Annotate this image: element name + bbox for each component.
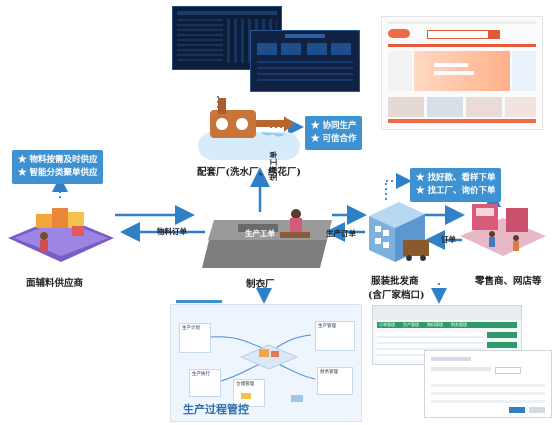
process-control-title: 生产过程管控 xyxy=(183,403,249,416)
bubble-line: ★ 找好款、看样下单 xyxy=(416,173,496,183)
wholesaler-label-line1: 服装批发商 xyxy=(371,276,419,287)
process-control-panel: 生产计划 生产管理 仓储管理 生产执行 财务管理 生产过程管控 xyxy=(170,304,362,422)
order-app-tab[interactable]: 订单管理 xyxy=(379,322,395,327)
process-control-title-bar xyxy=(176,300,222,303)
edge-label-production-order-top: 生产工单 xyxy=(269,151,278,181)
process-box-finance: 财务管理 xyxy=(317,367,353,395)
process-box-planning: 生产计划 xyxy=(179,323,211,353)
bubble-line: ★ 可信合作 xyxy=(311,134,357,144)
dashboard-screenshot-front xyxy=(250,30,360,92)
process-box-label: 生产管理 xyxy=(318,324,336,329)
edge-label-production-order-right: 生产订单 xyxy=(326,229,356,238)
order-app-tab[interactable]: 生产管理 xyxy=(403,322,419,327)
bubble-line: ★ 找工厂、询价下单 xyxy=(416,186,496,196)
order-form-screenshot xyxy=(424,350,552,418)
wholesaler-label-line2: (含厂家档口) xyxy=(368,290,425,301)
bubble-line: ★ 协同生产 xyxy=(311,121,357,131)
edge-label-order: 订单 xyxy=(441,235,456,244)
wholesaler-illustration xyxy=(369,202,429,262)
edge-label-material-order: 物料订单 xyxy=(157,227,187,236)
auxiliary-benefits-bubble: ★ 协同生产 ★ 可信合作 xyxy=(305,116,363,150)
supplier-benefits-bubble: ★ 物料按需及时供应 ★ 智能分类聚单供应 xyxy=(12,150,104,184)
process-flow-illustration xyxy=(210,334,316,402)
factory-banner-label: 生产工单 xyxy=(245,229,275,238)
garment-factory-label: 制衣厂 xyxy=(246,279,275,290)
process-box-label: 仓储管理 xyxy=(236,382,254,387)
retailer-illustration xyxy=(460,204,546,256)
supplier-illustration xyxy=(8,208,114,262)
process-box-execution: 生产执行 xyxy=(189,369,221,397)
retailer-label: 零售商、网店等 xyxy=(475,276,542,287)
washing-factory-illustration xyxy=(210,96,294,138)
order-app-tab[interactable]: 物料管理 xyxy=(427,322,443,327)
supplier-label: 面辅料供应商 xyxy=(26,278,84,289)
auxiliary-factory-label: 配套厂(洗水厂、绣花厂) xyxy=(197,167,301,178)
bubble-line: ★ 智能分类聚单供应 xyxy=(18,168,98,178)
order-app-tab[interactable]: 财务管理 xyxy=(451,322,467,327)
process-box-label: 生产计划 xyxy=(182,326,200,331)
bubble-line: ★ 物料按需及时供应 xyxy=(18,155,98,165)
wholesaler-benefits-bubble: ★ 找好款、看样下单 ★ 找工厂、询价下单 xyxy=(410,168,502,202)
process-box-management: 生产管理 xyxy=(315,321,355,351)
ecommerce-screenshot xyxy=(381,16,543,130)
garment-factory-illustration xyxy=(202,209,332,268)
process-box-label: 财务管理 xyxy=(320,370,338,375)
process-box-label: 生产执行 xyxy=(192,372,210,377)
